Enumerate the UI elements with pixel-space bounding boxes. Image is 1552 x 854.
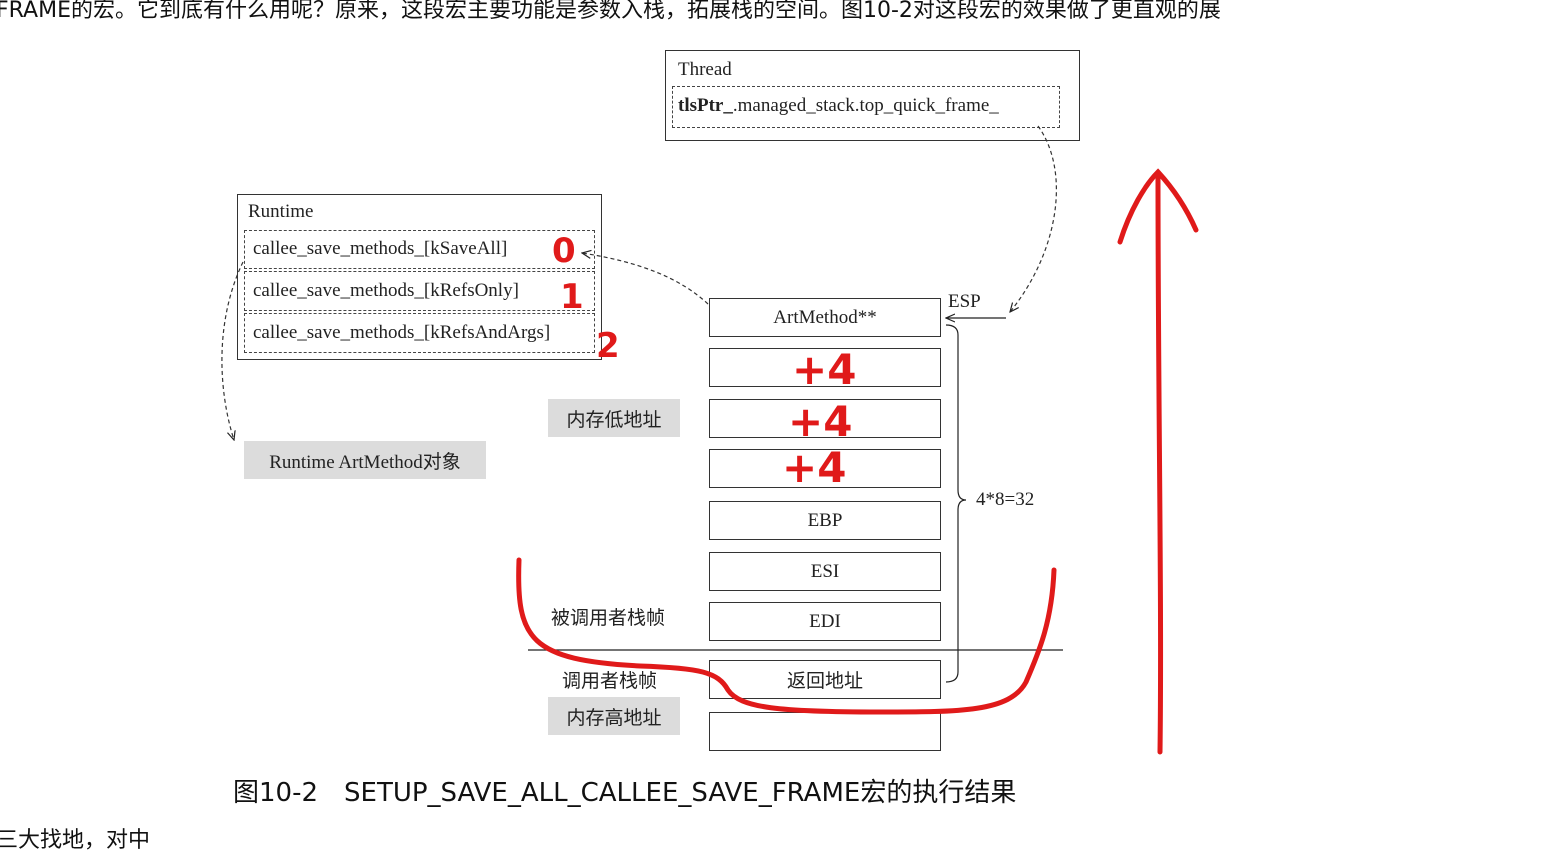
esp-label: ESP	[948, 291, 981, 312]
runtime-entry-0: callee_save_methods_[kSaveAll]	[244, 230, 595, 269]
stack-cell-return-address: 返回地址	[709, 660, 941, 699]
caller-frame-label: 调用者栈帧	[562, 671, 658, 692]
annotation-plus-2: +4	[788, 397, 852, 446]
stack-size-label: 4*8=32	[976, 489, 1035, 510]
thread-field-rest: .managed_stack.top_quick_frame_	[732, 95, 999, 116]
runtime-entry-1: callee_save_methods_[kRefsOnly]	[244, 271, 595, 311]
stack-cell-bottom	[709, 712, 941, 751]
figure-caption: 图10-2 SETUP_SAVE_ALL_CALLEE_SAVE_FRAME宏的…	[233, 778, 1017, 808]
top-paragraph-text: FRAME的宏。它到底有什么用呢？原来，这段宏主要功能是参数入栈，拓展栈的空间。…	[0, 0, 1221, 23]
artmethod-to-runtime-connector	[582, 253, 709, 305]
stack-cell-edi: EDI	[709, 602, 941, 641]
runtime-entry-label: callee_save_methods_[kRefsOnly]	[253, 280, 519, 301]
runtime-entry-label: callee_save_methods_[kSaveAll]	[253, 238, 508, 259]
stack-cell-2	[709, 399, 941, 438]
thread-field: tlsPtr_.managed_stack.top_quick_frame_	[678, 95, 999, 117]
annotation-frame-curve	[516, 557, 1057, 715]
annotation-up-arrow-head	[1117, 168, 1199, 245]
thread-title: Thread	[678, 59, 732, 80]
annotation-up-arrow	[1155, 173, 1164, 755]
diagram-overlay: 0 1 2 +4 +4 +4	[221, 125, 1199, 755]
thread-field-bold: tlsPtr_	[678, 95, 733, 116]
annotation-index-2: 2	[596, 326, 620, 366]
high-address-label: 内存高地址	[548, 697, 680, 735]
runtime-artmethod-object: Runtime ArtMethod对象	[244, 441, 486, 479]
stack-cell-ebp: EBP	[709, 501, 941, 540]
annotation-index-1: 1	[560, 277, 584, 317]
stack-cell-artmethod: ArtMethod**	[709, 298, 941, 337]
thread-field-box: tlsPtr_.managed_stack.top_quick_frame_	[672, 86, 1060, 128]
stack-cell-3	[709, 449, 941, 488]
annotation-plus-3: +4	[782, 443, 846, 492]
low-address-label: 内存低地址	[548, 399, 680, 437]
stack-cell-esi: ESI	[709, 552, 941, 591]
stack-cell-1	[709, 348, 941, 387]
annotation-plus-1: +4	[792, 345, 856, 394]
runtime-entry-2: callee_save_methods_[kRefsAndArgs]	[244, 313, 595, 353]
runtime-to-object-connector	[221, 261, 244, 440]
runtime-entry-label: callee_save_methods_[kRefsAndArgs]	[253, 322, 551, 343]
runtime-box: Runtime callee_save_methods_[kSaveAll] c…	[237, 194, 602, 360]
callee-frame-label: 被调用者栈帧	[551, 608, 666, 629]
size-bracket	[945, 324, 967, 683]
annotation-index-0: 0	[552, 231, 576, 271]
runtime-title: Runtime	[248, 201, 314, 222]
thread-to-esp-connector	[1010, 125, 1057, 312]
thread-box: Thread tlsPtr_.managed_stack.top_quick_f…	[665, 50, 1080, 141]
